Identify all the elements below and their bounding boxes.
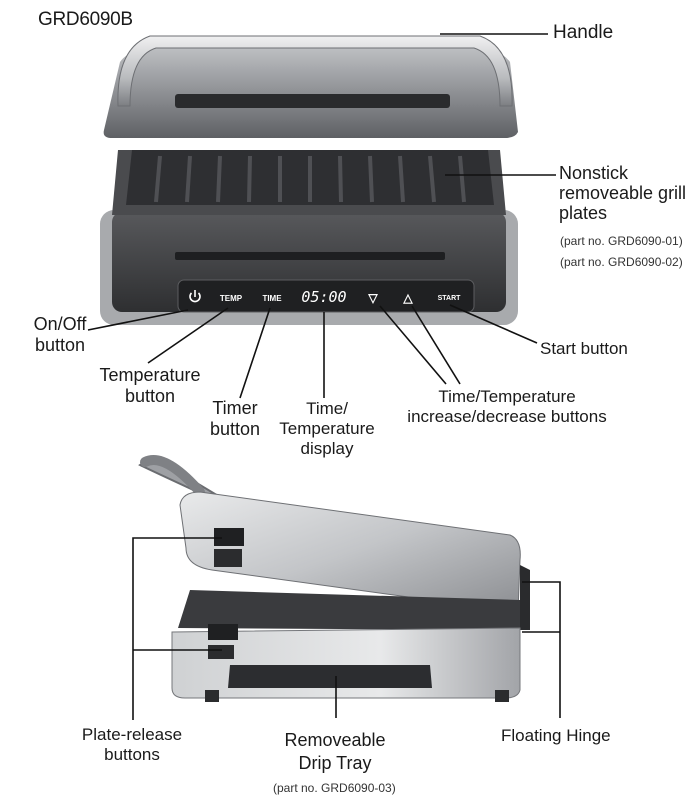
floating-hinge-block [520, 565, 530, 630]
leader-timer [239, 307, 271, 399]
label-plates-line2: removeable grill [559, 183, 687, 203]
leader-temp [147, 307, 229, 364]
leader-hinge-top [522, 581, 561, 718]
side-lid [179, 491, 521, 613]
model-number: GRD6090B [38, 9, 133, 30]
leader-onoff [87, 309, 189, 331]
label-plate-release-line2: buttons [104, 745, 160, 764]
label-temperature-line2: button [124, 386, 176, 406]
foot-left [205, 690, 219, 702]
handle [117, 35, 513, 107]
label-plates-line3: plates [559, 203, 608, 223]
leader-start [449, 304, 538, 344]
up-arrow-icon: △ [402, 291, 413, 305]
leader-lines [87, 33, 561, 720]
label-plates-line1: Nonstick [559, 163, 629, 183]
label-display-line3: display [300, 439, 354, 458]
time-panel-label: TIME [262, 294, 282, 303]
lid-vent-slot [175, 94, 450, 108]
drip-tray-part: (part no. GRD6090-03) [273, 781, 396, 795]
side-plates-gap [178, 590, 520, 630]
label-display-line1: Time/ [306, 399, 348, 418]
plate-release-button-lower-top [208, 624, 238, 640]
start-panel-label: START [438, 295, 462, 302]
label-updown: Time/Temperature increase/decrease butto… [393, 387, 621, 427]
label-plate-release-line1: Plate-release [81, 725, 183, 744]
side-drip-tray [228, 665, 432, 688]
label-timer-line1: Timer [212, 398, 258, 418]
grill-side-view [138, 455, 530, 702]
label-drip-tray: Removeable Drip Tray [270, 729, 400, 775]
label-onoff: On/Off button [28, 314, 92, 356]
power-icon [189, 290, 201, 303]
plate-release-button-lower [208, 645, 234, 659]
label-updown-line1: Time/Temperature [438, 387, 576, 406]
leader-down [379, 305, 447, 385]
label-hinge: Floating Hinge [501, 726, 611, 745]
foot-right [495, 690, 509, 702]
plates-part-2: (part no. GRD6090-02) [560, 255, 683, 269]
lid-clip-upper [214, 549, 242, 567]
plates-part-1: (part no. GRD6090-01) [560, 234, 683, 248]
label-handle: Handle [553, 22, 614, 43]
label-drip-tray-line2: Drip Tray [298, 753, 372, 773]
down-arrow-icon: ▽ [367, 291, 378, 305]
lid [103, 46, 519, 138]
label-temperature-line1: Temperature [99, 365, 201, 385]
label-temperature: Temperature button [90, 365, 210, 407]
label-timer-line2: button [209, 419, 261, 439]
leader-release-upper [132, 537, 222, 720]
label-timer: Timer button [196, 398, 274, 440]
control-panel [177, 279, 475, 313]
lcd-readout: 05:00 [301, 288, 346, 306]
drip-slot [175, 252, 445, 260]
label-updown-line2: increase/decrease buttons [407, 407, 607, 426]
temp-panel-label: TEMP [220, 294, 243, 303]
label-start: Start button [540, 339, 628, 358]
label-display-line2: Temperature [279, 419, 375, 438]
label-drip-tray-line1: Removeable [284, 730, 386, 750]
grill-plate-ribs [154, 155, 466, 203]
label-display: Time/ Temperature display [272, 399, 382, 459]
label-onoff-line1: On/Off [33, 314, 87, 334]
plate-release-button-upper [214, 528, 244, 546]
grill-front-view: TEMP TIME 05:00 ▽ △ START [100, 35, 519, 325]
label-plate-release: Plate-release buttons [70, 725, 194, 765]
label-plates: Nonstick removeable grill plates [559, 163, 686, 223]
label-onoff-line2: button [34, 335, 86, 355]
leader-up [411, 305, 461, 385]
